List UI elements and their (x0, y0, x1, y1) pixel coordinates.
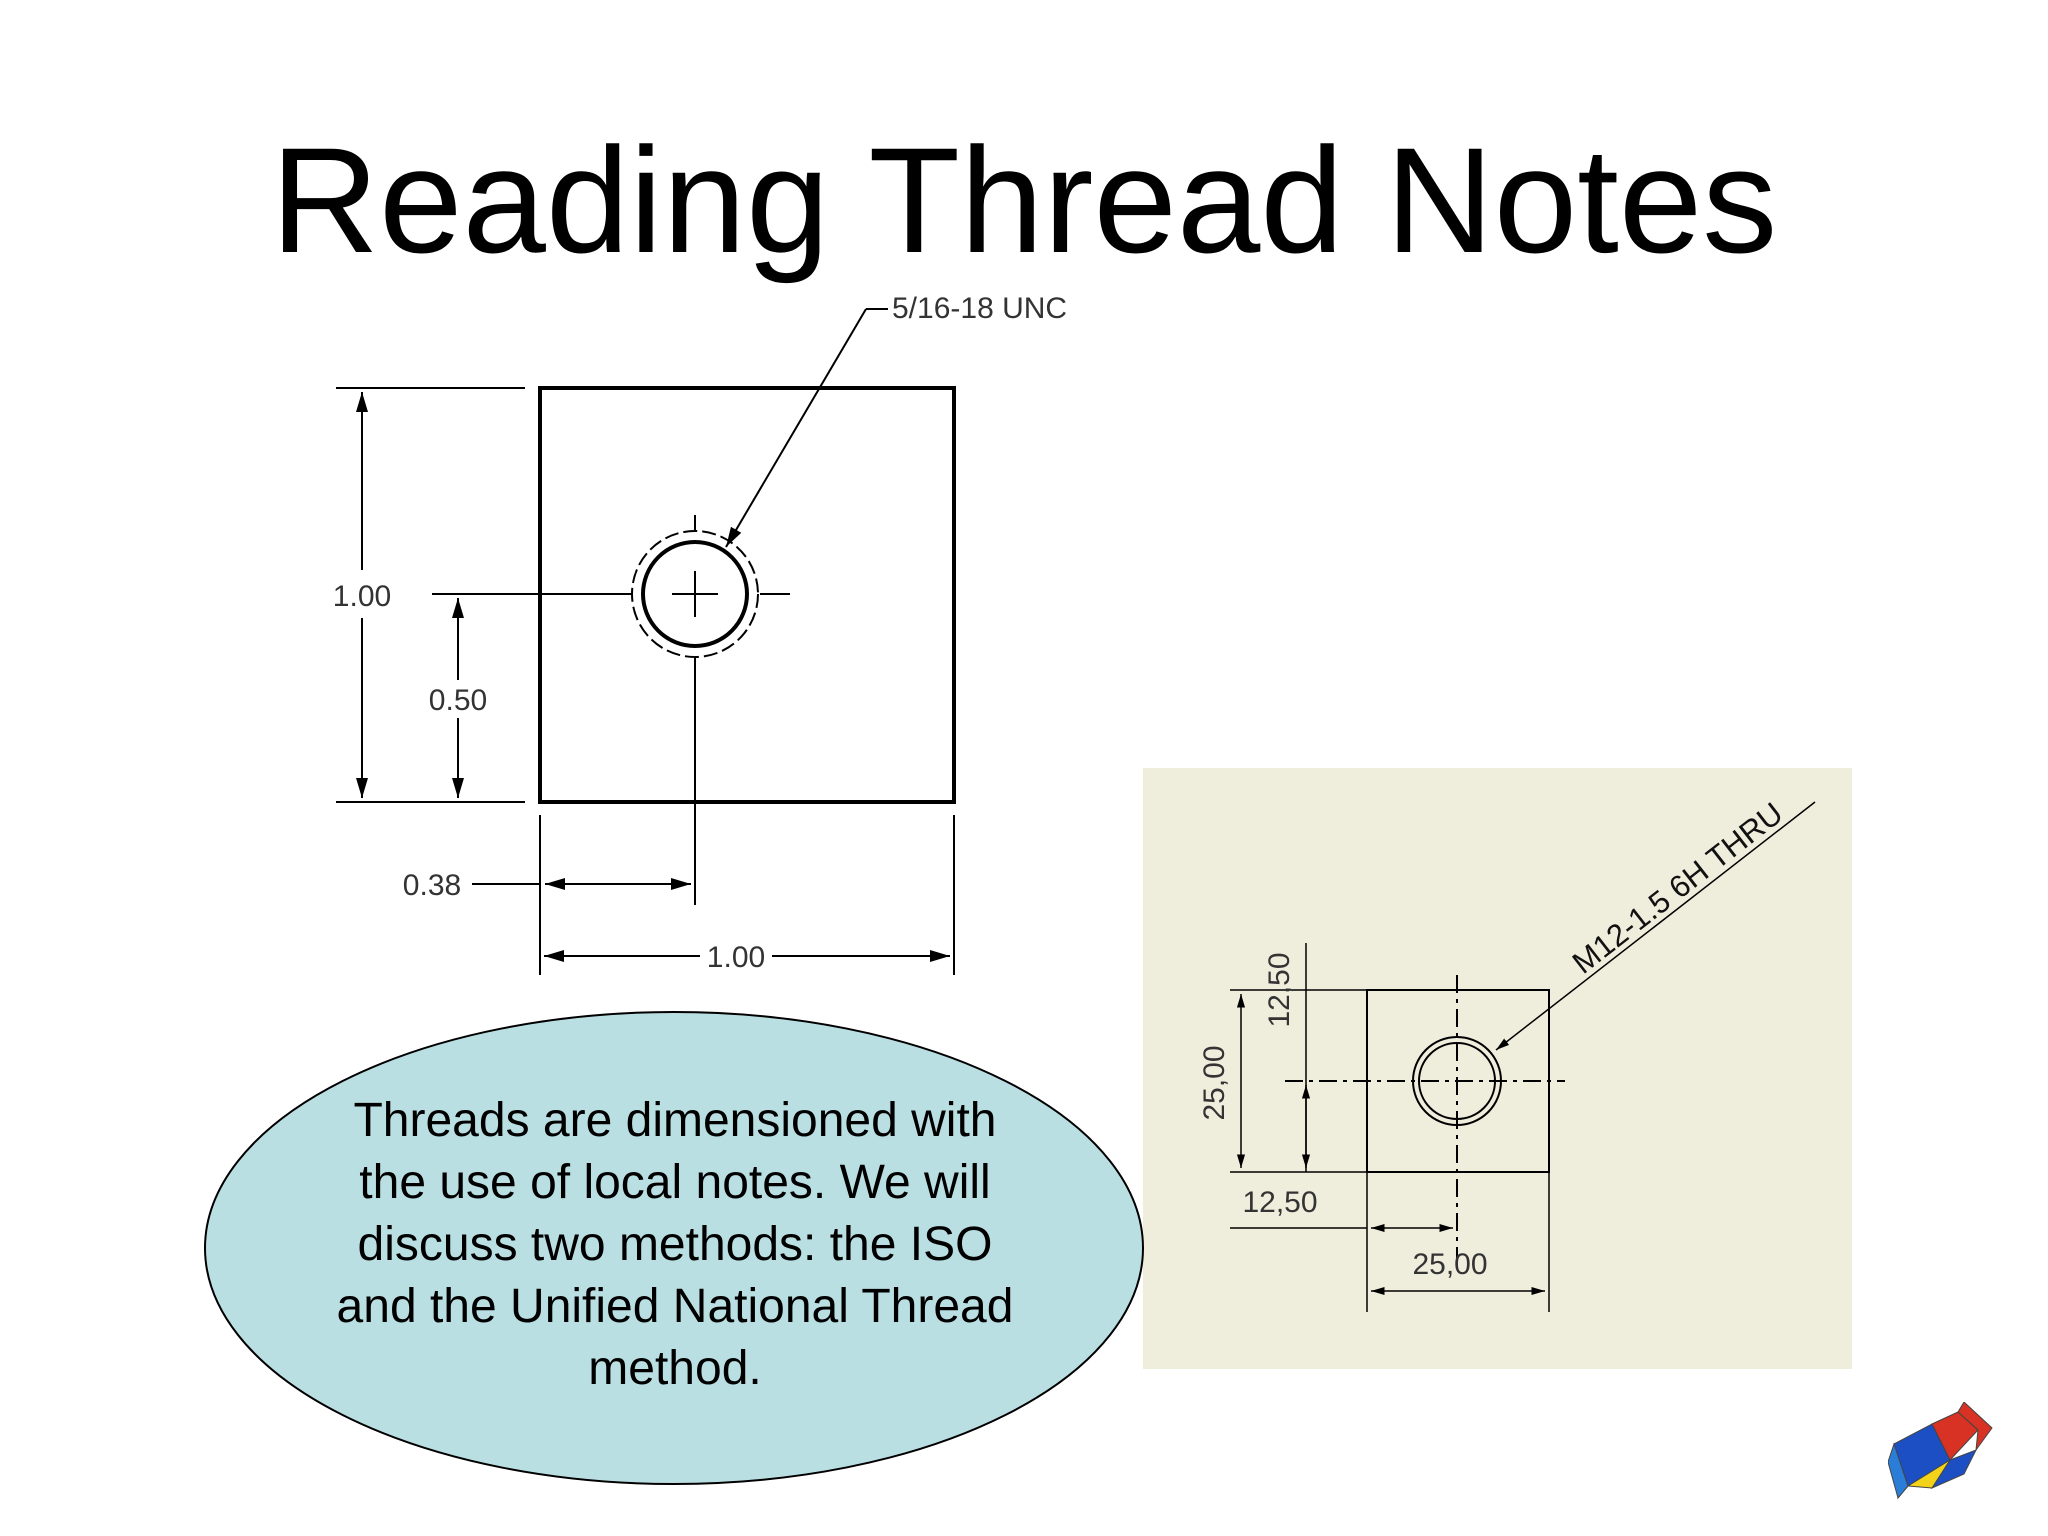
unc-dim-hole-y: 0.50 (429, 684, 487, 717)
iso-thread-leader (1495, 801, 1816, 1051)
callout-text: Threads are dimensioned with the use of … (336, 1094, 1014, 1395)
unc-dim-hole-x: 0.38 (403, 869, 461, 902)
unc-dim-width: 1.00 (707, 941, 765, 974)
iso-dim-width: 25,00 (1412, 1248, 1487, 1281)
iso-dim-height: 25,00 (1198, 1045, 1231, 1120)
unc-thread-note: 5/16-18 UNC (892, 292, 1067, 325)
callout-shape (204, 1011, 1144, 1485)
iso-drawing-panel (1143, 768, 1852, 1369)
iso-dim-hole-x: 12,50 (1242, 1186, 1317, 1219)
unc-thread-leader (725, 308, 867, 548)
iso-dim-hole-y: 12,50 (1263, 952, 1296, 1027)
unc-hole-minor-circle (641, 540, 749, 648)
slide-title: Reading Thread Notes (270, 116, 1778, 284)
arrow-logo-icon (1888, 1402, 1993, 1500)
unc-dim-height: 1.00 (333, 580, 391, 613)
